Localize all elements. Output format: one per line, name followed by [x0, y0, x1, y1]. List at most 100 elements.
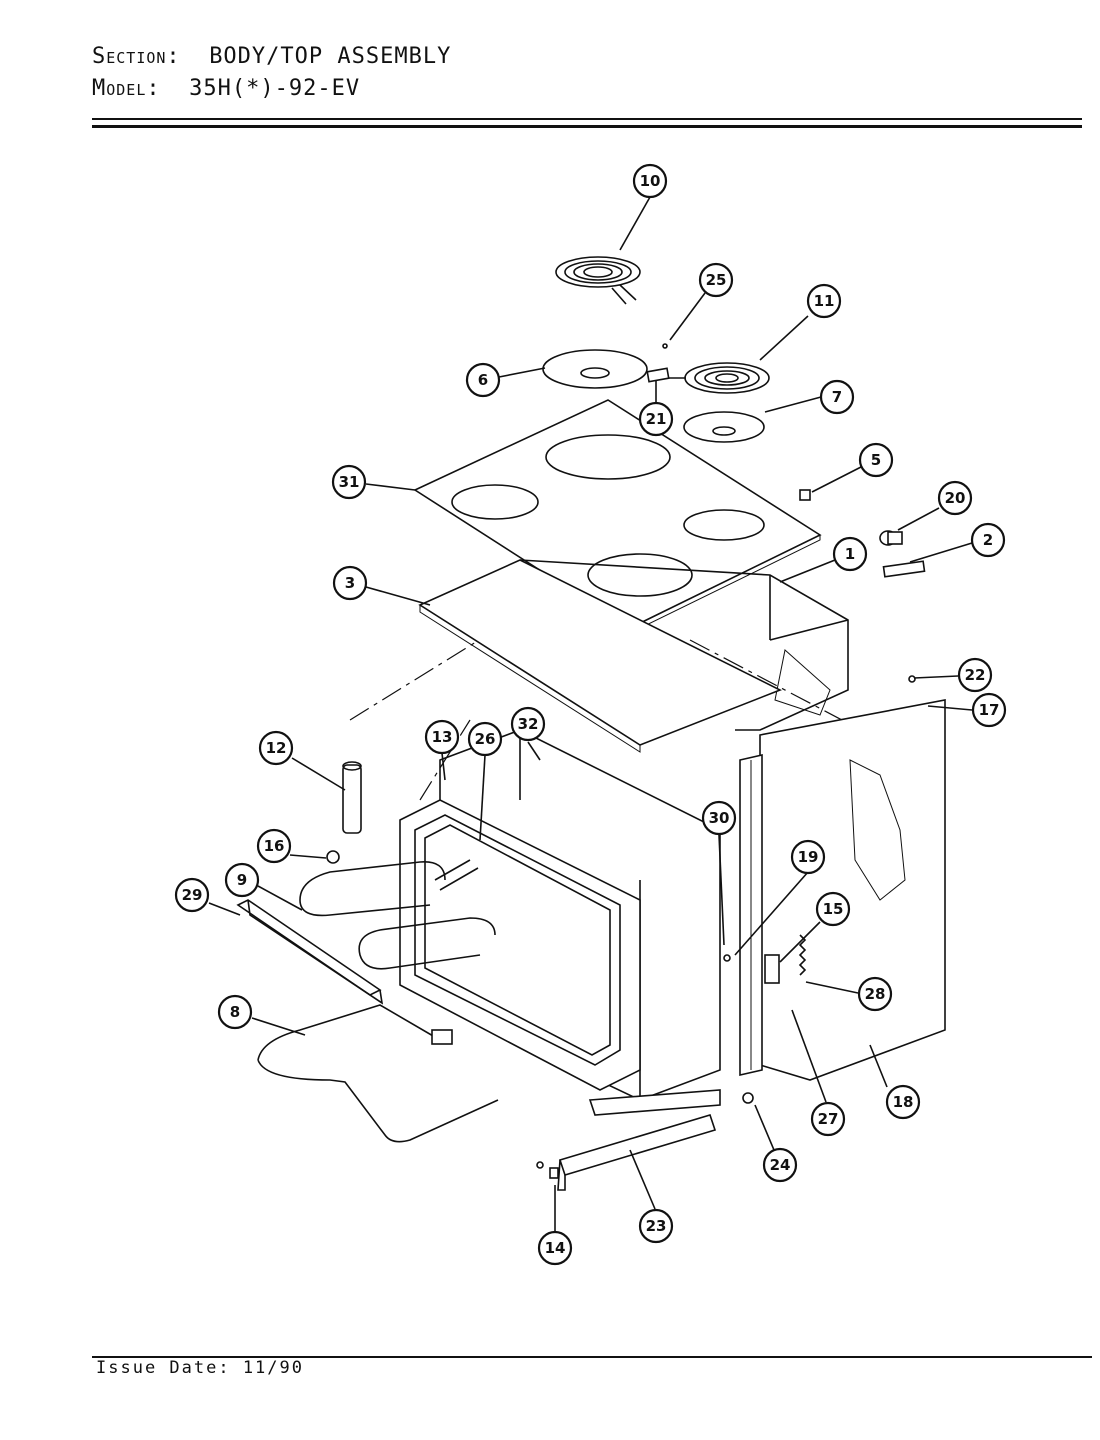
side-panel: [759, 699, 946, 1081]
model-number: 35H(*)-92-EV: [189, 76, 361, 101]
callout-1: 1: [832, 536, 868, 572]
callout-27: 27: [810, 1101, 846, 1137]
toe-kick: [557, 1114, 717, 1191]
svg-text:17: 17: [979, 701, 1000, 719]
svg-text:26: 26: [475, 730, 496, 748]
callout-5: 5: [858, 442, 894, 478]
svg-text:23: 23: [646, 1217, 667, 1235]
section-line: Section: BODY/TOP ASSEMBLY: [92, 44, 451, 69]
terminal-strip: [882, 560, 926, 578]
top-tray: [418, 559, 782, 753]
svg-text:32: 32: [518, 715, 539, 733]
callout-28: 28: [857, 976, 893, 1012]
svg-text:20: 20: [945, 489, 966, 507]
callout-9: 9: [224, 862, 260, 898]
callout-23: 23: [638, 1208, 674, 1244]
body-frame: [519, 559, 849, 731]
screw: [908, 675, 916, 683]
surface-element-small: [668, 362, 770, 394]
cooktop: [413, 399, 822, 634]
issue-date: Issue Date: 11/90: [96, 1358, 304, 1378]
hinge-bracket: [764, 954, 780, 984]
callout-8: 8: [217, 994, 253, 1030]
bottom-sill: [588, 1089, 721, 1116]
model-line: Model: 35H(*)-92-EV: [92, 76, 360, 101]
svg-text:7: 7: [832, 388, 842, 406]
drip-bowl-large: [542, 349, 648, 389]
grommet: [742, 1092, 754, 1104]
svg-text:3: 3: [345, 574, 355, 592]
callout-14: 14: [537, 1230, 573, 1266]
svg-text:31: 31: [339, 473, 360, 491]
leveling-leg: [536, 1161, 559, 1179]
callout-17: 17: [971, 692, 1007, 728]
svg-text:21: 21: [646, 410, 667, 428]
callout-2: 2: [970, 522, 1006, 558]
svg-text:24: 24: [770, 1156, 791, 1174]
callout-15: 15: [815, 891, 851, 927]
svg-text:5: 5: [871, 451, 881, 469]
callout-3: 3: [332, 565, 368, 601]
svg-text:16: 16: [264, 837, 285, 855]
switch: [879, 530, 903, 546]
leader-lines: [208, 196, 973, 1232]
spring: [798, 934, 807, 976]
svg-text:9: 9: [237, 871, 247, 889]
svg-text:15: 15: [823, 900, 844, 918]
callout-24: 24: [762, 1147, 798, 1183]
callout-32: 32: [510, 706, 546, 742]
svg-text:13: 13: [432, 728, 453, 746]
svg-text:22: 22: [965, 666, 986, 684]
broil-element: [299, 859, 496, 970]
alignment-line: [689, 639, 881, 741]
svg-text:1: 1: [845, 545, 855, 563]
svg-text:10: 10: [640, 172, 661, 190]
callout-7: 7: [819, 379, 855, 415]
rack-support: [342, 761, 362, 834]
surface-element-large: [555, 256, 641, 305]
oven-door-frame: [399, 799, 641, 1091]
svg-text:11: 11: [814, 292, 835, 310]
model-key: Model:: [92, 76, 161, 101]
footer-rule: [92, 1356, 1092, 1358]
svg-text:12: 12: [266, 739, 287, 757]
svg-text:29: 29: [182, 886, 203, 904]
callout-31: 31: [331, 464, 367, 500]
svg-text:6: 6: [478, 371, 488, 389]
svg-text:2: 2: [983, 531, 993, 549]
drip-bowl-small: [683, 411, 765, 443]
callout-12: 12: [258, 730, 294, 766]
alignment-line: [419, 719, 471, 801]
section-title: BODY/TOP ASSEMBLY: [209, 44, 452, 69]
callout-21: 21: [638, 401, 674, 437]
bake-element: [257, 1004, 499, 1143]
callout-30: 30: [701, 800, 737, 836]
svg-text:25: 25: [706, 271, 727, 289]
callout-22: 22: [957, 657, 993, 693]
clip: [799, 489, 811, 501]
svg-text:19: 19: [798, 848, 819, 866]
front-channel: [739, 753, 763, 1077]
callout-6: 6: [465, 362, 501, 398]
header-rule-top: [92, 118, 1082, 120]
header-rule-bottom: [92, 125, 1082, 128]
section-key: Section:: [92, 44, 181, 69]
callout-20: 20: [937, 480, 973, 516]
callout-16: 16: [256, 828, 292, 864]
callout-18: 18: [885, 1084, 921, 1120]
vent-trim: [236, 899, 384, 1005]
callout-26: 26: [467, 721, 503, 757]
knob: [326, 850, 340, 864]
terminal-block: [646, 343, 670, 383]
callout-10: 10: [632, 163, 668, 199]
svg-text:14: 14: [545, 1239, 566, 1257]
callout-11: 11: [806, 283, 842, 319]
svg-text:28: 28: [865, 985, 886, 1003]
callout-29: 29: [174, 877, 210, 913]
callout-25: 25: [698, 262, 734, 298]
callout-19: 19: [790, 839, 826, 875]
svg-text:18: 18: [893, 1093, 914, 1111]
callout-13: 13: [424, 719, 460, 755]
svg-text:8: 8: [230, 1003, 240, 1021]
